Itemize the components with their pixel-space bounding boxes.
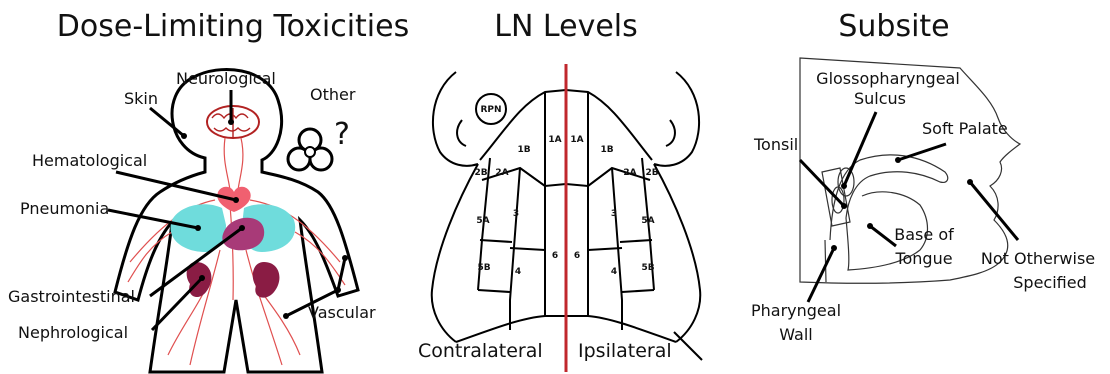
level-6-left: 6 bbox=[552, 251, 558, 261]
level-1b-left: 1B bbox=[517, 145, 530, 155]
level-6-right: 6 bbox=[574, 251, 580, 261]
label-glossopharyngeal-line2: Sulcus bbox=[854, 89, 906, 108]
level-1a-left: 1A bbox=[548, 135, 561, 145]
label-pharyngeal-wall-line2: Wall bbox=[779, 325, 813, 344]
biohazard-icon bbox=[288, 129, 332, 170]
level-2a-right: 2A bbox=[623, 168, 636, 178]
label-nephrological: Nephrological bbox=[18, 323, 128, 342]
level-5b-right: 5B bbox=[641, 263, 654, 273]
label-not-otherwise-line2: Specified bbox=[1013, 273, 1086, 292]
kidney-right-icon bbox=[253, 262, 280, 298]
vessels-icon bbox=[128, 138, 345, 365]
label-not-otherwise-line1: Not Otherwise bbox=[981, 249, 1095, 268]
label-base-of-tongue-line2: Tongue bbox=[894, 249, 952, 268]
label-pneumonia: Pneumonia bbox=[20, 199, 109, 218]
level-1b-right: 1B bbox=[600, 145, 613, 155]
level-2b-left: 2B bbox=[474, 168, 487, 178]
label-tonsil: Tonsil bbox=[753, 135, 798, 154]
label-pharyngeal-wall-line1: Pharyngeal bbox=[751, 301, 841, 320]
label-base-of-tongue-line1: Base of bbox=[894, 225, 954, 244]
label-hematological: Hematological bbox=[32, 151, 147, 170]
level-4-right: 4 bbox=[611, 267, 617, 277]
level-3-left: 3 bbox=[513, 209, 519, 219]
label-vascular: Vascular bbox=[308, 303, 376, 322]
label-skin: Skin bbox=[124, 89, 158, 108]
label-glossopharyngeal-line1: Glossopharyngeal bbox=[816, 69, 960, 88]
level-5a-left: 5A bbox=[476, 216, 489, 226]
other-question-mark: ? bbox=[334, 117, 350, 152]
label-other: Other bbox=[310, 85, 356, 104]
toxicities-panel: Dose-Limiting Toxicities bbox=[8, 9, 409, 372]
subsite-panel: Subsite Glossopharyngeal Sulcus Soft Pal… bbox=[751, 9, 1095, 344]
level-rpn: RPN bbox=[480, 105, 501, 115]
label-soft-palate: Soft Palate bbox=[922, 119, 1008, 138]
ln-levels-panel: LN Levels bbox=[418, 9, 702, 372]
level-5a-right: 5A bbox=[641, 216, 654, 226]
ln-levels-title: LN Levels bbox=[494, 9, 638, 44]
label-neurological: Neurological bbox=[176, 69, 276, 88]
toxicities-title: Dose-Limiting Toxicities bbox=[57, 9, 409, 44]
level-2b-right: 2B bbox=[645, 168, 658, 178]
level-2a-left: 2A bbox=[495, 168, 508, 178]
label-gastrointestinal: Gastrointestinal bbox=[8, 287, 135, 306]
level-3-right: 3 bbox=[611, 209, 617, 219]
label-contralateral: Contralateral bbox=[418, 340, 543, 362]
level-4-left: 4 bbox=[515, 267, 521, 277]
label-ipsilateral: Ipsilateral bbox=[578, 340, 672, 362]
subsite-title: Subsite bbox=[838, 9, 949, 44]
level-1a-right: 1A bbox=[570, 135, 583, 145]
level-5b-left: 5B bbox=[477, 263, 490, 273]
